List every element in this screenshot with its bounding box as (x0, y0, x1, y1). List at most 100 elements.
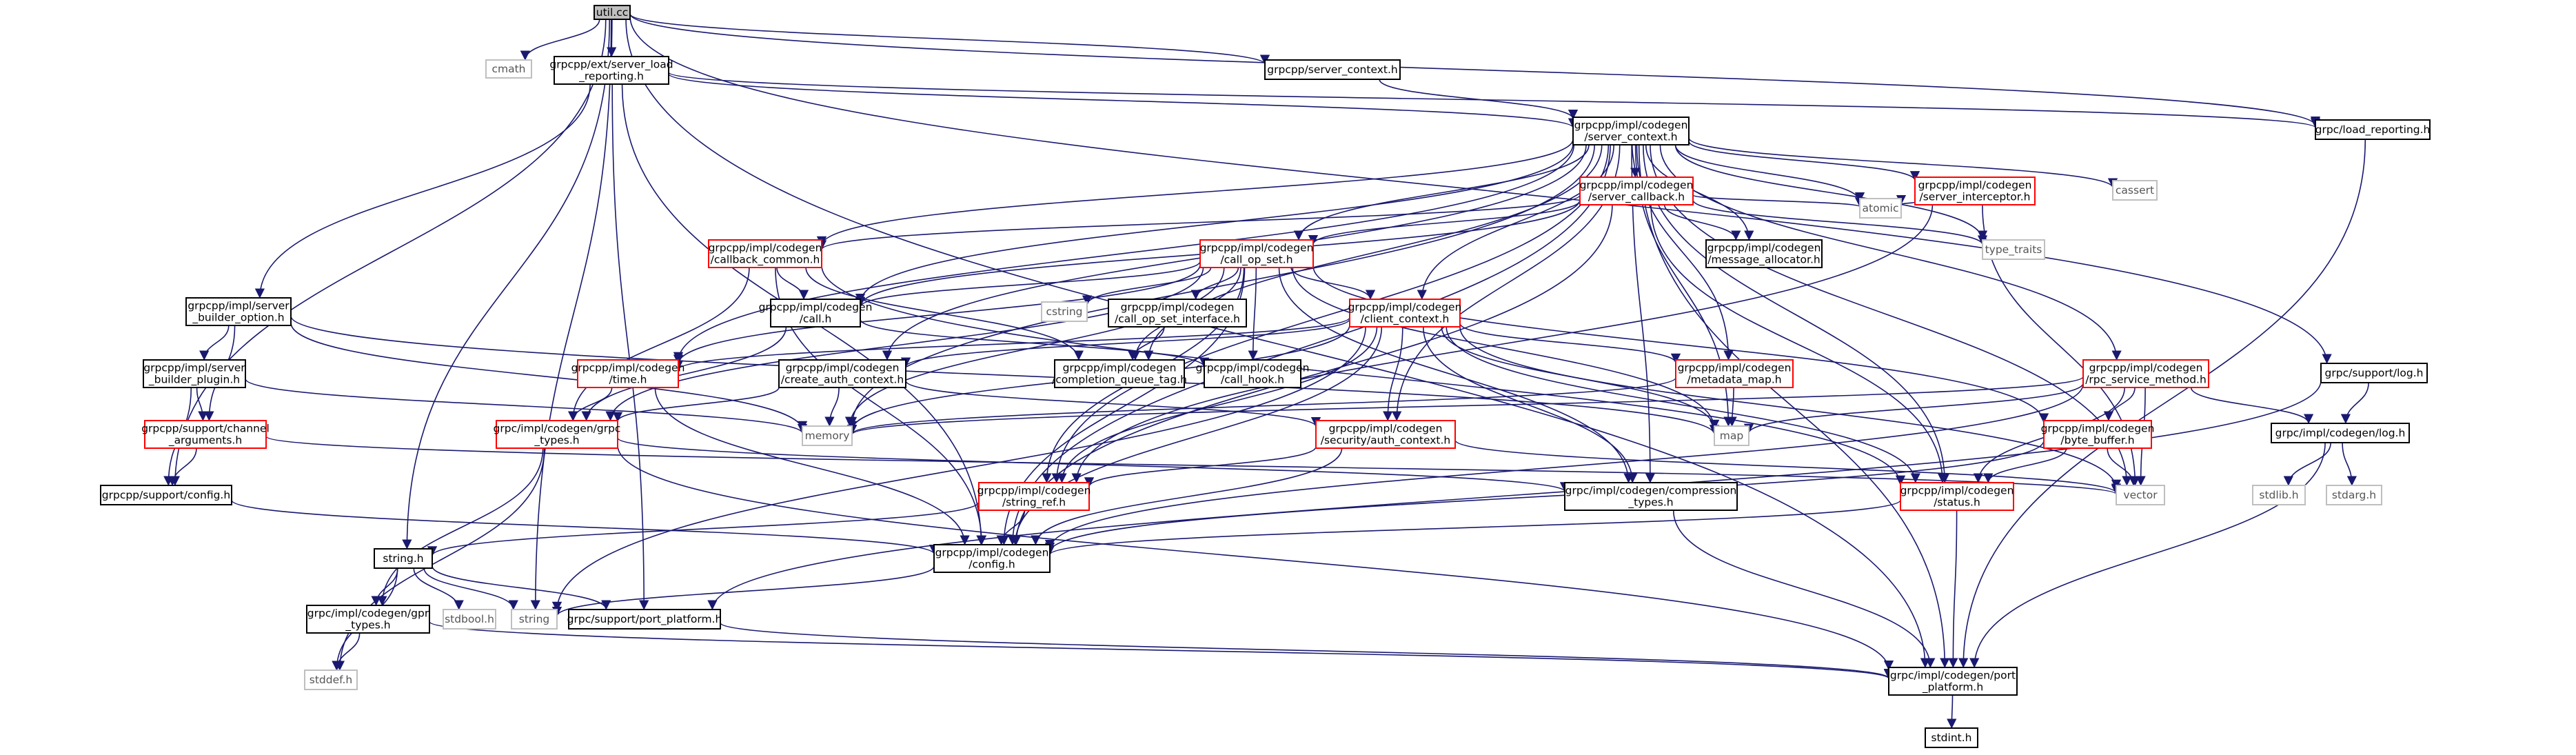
node-label: /string_ref.h (1002, 496, 1066, 510)
edge-server_builder_option-to-map (290, 316, 1719, 435)
node-server-callback[interactable]: grpcpp/impl/codegen/server_callback.h (1579, 177, 1694, 205)
node-call-h[interactable]: grpcpp/impl/codegen/call.h (759, 299, 873, 328)
edge-client_context-to-string_ref (1057, 326, 1378, 483)
node-server-context-impl[interactable]: grpcpp/impl/codegen/server_context.h (1572, 117, 1690, 145)
node-label: grpc/impl/codegen/port (1890, 670, 2016, 682)
node-label: /byte_buffer.h (2060, 434, 2134, 447)
edge-server_callback-to-callback_common (817, 194, 1581, 250)
edge-call_op_set-to-call_h (855, 261, 1201, 308)
edge-gpr_types-to-stddef (332, 632, 361, 671)
edge-server_context_impl-to-compression_types (1631, 144, 1656, 483)
node-label: grpcpp/impl/codegen (709, 242, 822, 254)
node-server-interceptor[interactable]: grpcpp/impl/codegen/server_interceptor.h (1914, 177, 2036, 205)
edge-grpc_types-to-stddef (334, 447, 545, 671)
node-label: grpcpp/impl/codegen (1918, 179, 2032, 192)
node-port-platform-support[interactable]: grpc/support/port_platform.h (567, 609, 722, 630)
node-label: /server_interceptor.h (1920, 191, 2031, 204)
node-stdbool: stdbool.h (443, 609, 496, 630)
node-compression-types[interactable]: grpc/impl/codegen/compression_types.h (1564, 482, 1738, 511)
node-label: /server_context.h (1584, 131, 1677, 144)
edge-call_op_set-to-time_h (673, 264, 1201, 365)
node-box (1204, 359, 1301, 388)
node-stdint[interactable]: stdint.h (1925, 727, 1978, 748)
edge-server_builder_plugin-to-memory (245, 378, 807, 434)
node-status-h[interactable]: grpcpp/impl/codegen/status.h (1900, 482, 2014, 511)
node-box (1572, 117, 1690, 145)
node-label: /server_callback.h (1588, 191, 1685, 204)
node-call-op-set[interactable]: grpcpp/impl/codegen/call_op_set.h (1199, 239, 1314, 268)
node-impl-log[interactable]: grpc/impl/codegen/log.h (2271, 423, 2410, 443)
node-server-builder-option[interactable]: grpcpp/impl/server_builder_option.h (185, 297, 292, 326)
node-string-h[interactable]: string.h (374, 548, 433, 569)
node-grpc-types[interactable]: grpc/impl/codegen/grpc_types.h (494, 420, 621, 449)
node-config-h[interactable]: grpcpp/impl/codegen/config.h (933, 544, 1051, 573)
edge-util-to-port_platform_impl (625, 19, 1931, 668)
edge-client_context-to-status_h (1446, 326, 1920, 483)
edge-client_context-to-string (551, 326, 1366, 612)
node-channel-arguments[interactable]: grpcpp/support/channel_arguments.h (141, 420, 270, 449)
node-port-platform-impl[interactable]: grpc/impl/codegen/port_platform.h (1888, 667, 2018, 696)
edge-server_interceptor-to-string_ref (1071, 204, 1934, 483)
node-box (577, 359, 679, 388)
edge-server_context_impl-to-client_context (1417, 144, 1614, 300)
node-auth-context[interactable]: grpcpp/impl/codegen/security/auth_contex… (1315, 420, 1456, 449)
edge-compression_types-to-port_platform_impl (1672, 510, 1936, 668)
node-gpr-types[interactable]: grpc/impl/codegen/gpr_types.h (306, 605, 430, 634)
node-label: /message_allocator.h (1707, 254, 1821, 267)
node-util[interactable]: util.cc (594, 5, 631, 20)
edge-time_h-to-config_h (654, 387, 970, 545)
node-box (2252, 485, 2306, 505)
node-time-h[interactable]: grpcpp/impl/codegen/time.h (571, 359, 685, 388)
edge-rpc_service_method-to-config_h (1044, 383, 2084, 550)
node-string-ref[interactable]: grpcpp/impl/codegen/string_ref.h (977, 482, 1091, 511)
node-label: /completion_queue_tag.h (1052, 374, 1187, 387)
node-rpc-service-method[interactable]: grpcpp/impl/codegen/rpc_service_method.h (2082, 359, 2209, 388)
edge-util-to-load_reporting_grpc (629, 13, 2320, 127)
edge-string_h-to-port_platform_support (432, 565, 611, 610)
edge-client_context-to-metadata_map (1459, 323, 1681, 364)
node-box (143, 359, 246, 388)
edge-server_callback-to-message_allocator (1663, 204, 1741, 241)
edge-auth_context-to-vector (1454, 439, 2121, 494)
edge-server_context_impl-to-call_h (855, 143, 1574, 304)
node-vector: vector (2116, 485, 2165, 505)
edge-server_callback-to-type_traits (1692, 199, 1988, 245)
node-box (770, 299, 861, 328)
edge-server_context_impl-to-type_traits (1674, 144, 1988, 241)
node-label: /call.h (800, 313, 832, 325)
node-call-hook[interactable]: grpcpp/impl/codegen/call_hook.h (1196, 359, 1310, 388)
edge-util-to-cmath (520, 19, 600, 61)
node-callback-common[interactable]: grpcpp/impl/codegen/callback_common.h (708, 239, 822, 268)
node-create-auth-context[interactable]: grpcpp/impl/codegen/create_auth_context.… (778, 359, 906, 388)
node-server-context-pp[interactable]: grpcpp/server_context.h (1264, 59, 1401, 80)
node-box (443, 609, 496, 630)
node-type-traits: type_traits (1982, 239, 2045, 260)
node-message-allocator[interactable]: grpcpp/impl/codegen/message_allocator.h (1705, 239, 1823, 268)
node-box (594, 5, 631, 20)
node-label: grpcpp/impl/codegen (571, 362, 685, 374)
node-client-context[interactable]: grpcpp/impl/codegen/client_context.h (1348, 299, 1462, 328)
edge-util-to-load_reporting_ext (607, 19, 617, 57)
node-support-config[interactable]: grpcpp/support/config.h (100, 485, 232, 505)
node-box (1264, 59, 1401, 80)
node-box (485, 59, 532, 79)
edge-gpr_types-to-port_platform_impl (429, 621, 1894, 680)
edge-callback_common-to-call_h (776, 267, 809, 300)
edge-rpc_service_method-to-impl_log (2190, 387, 2314, 424)
node-load-reporting-ext[interactable]: grpcpp/ext/server_load_reporting.h (549, 56, 673, 85)
node-byte-buffer[interactable]: grpcpp/impl/codegen/byte_buffer.h (2041, 420, 2155, 449)
node-support-log[interactable]: grpc/support/log.h (2320, 363, 2428, 383)
node-load-reporting-grpc[interactable]: grpc/load_reporting.h (2315, 119, 2431, 140)
node-call-op-set-interface[interactable]: grpcpp/impl/codegen/call_op_set_interfac… (1108, 299, 1247, 328)
node-box (568, 609, 721, 630)
node-label: /time.h (609, 374, 647, 386)
node-label: stdbool.h (445, 613, 494, 625)
edge-server_callback-to-status_h (1650, 204, 1948, 483)
node-server-builder-plugin[interactable]: grpcpp/impl/server_builder_plugin.h (143, 359, 246, 388)
node-box (1108, 299, 1247, 328)
node-label: cmath (491, 63, 525, 75)
node-label: grpcpp/impl/codegen (759, 301, 873, 314)
node-completion-queue-tag[interactable]: grpcpp/impl/codegen/completion_queue_tag… (1052, 359, 1187, 388)
edge-client_context-to-auth_context (1383, 326, 1403, 421)
node-metadata-map[interactable]: grpcpp/impl/codegen/metadata_map.h (1675, 359, 1794, 388)
